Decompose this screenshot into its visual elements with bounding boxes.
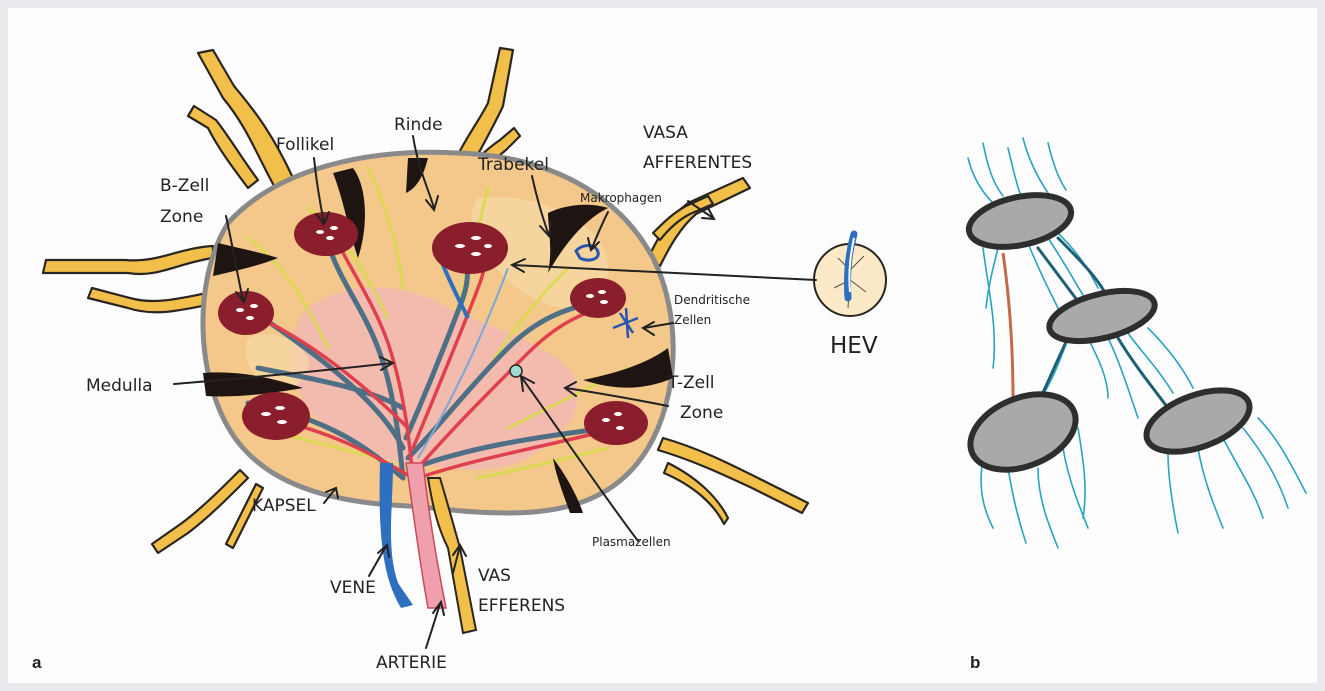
label-dendritische-line1: Dendritische	[674, 293, 750, 307]
label-t-zell-line1: T-Zell	[667, 373, 715, 393]
label-t-zell-line2: Zone	[680, 403, 723, 423]
label-vasa-line2: AFFERENTES	[643, 153, 752, 173]
label-arterie: ARTERIE	[376, 653, 447, 673]
follicle	[432, 222, 508, 274]
panel-b-illustration	[959, 138, 1306, 548]
label-medulla: Medulla	[86, 376, 153, 396]
hev-cells	[959, 187, 1257, 484]
hev-inset	[814, 234, 886, 316]
panel-letter-a: a	[32, 653, 42, 672]
label-dendritische-line2: Zellen	[674, 313, 711, 327]
panel-letter-b: b	[970, 653, 980, 672]
lymph-node-diagram: Rinde Follikel B-Zell Zone Trabekel VASA…	[8, 8, 1317, 683]
follicle	[570, 278, 626, 318]
label-makrophagen: Makrophagen	[580, 191, 662, 205]
label-vasa-line1: VASA	[643, 123, 688, 143]
label-b-zell-line1: B-Zell	[160, 176, 209, 196]
hev-cell	[1044, 282, 1159, 351]
hev-cell	[964, 187, 1076, 256]
red-strand	[1003, 253, 1013, 398]
label-vene: VENE	[330, 578, 376, 598]
label-vas-line2: EFFERENS	[478, 596, 565, 616]
label-b-zell-line2: Zone	[160, 207, 203, 227]
label-follikel: Follikel	[276, 135, 334, 155]
label-rinde: Rinde	[394, 115, 443, 135]
follicle	[242, 392, 310, 440]
label-hev: HEV	[830, 333, 878, 359]
label-vas-line1: VAS	[478, 566, 511, 586]
figure-panel: Rinde Follikel B-Zell Zone Trabekel VASA…	[8, 8, 1317, 683]
label-trabekel: Trabekel	[477, 155, 549, 175]
follicle	[584, 401, 648, 445]
label-plasmazellen: Plasmazellen	[592, 535, 671, 549]
label-kapsel: KAPSEL	[252, 496, 316, 516]
